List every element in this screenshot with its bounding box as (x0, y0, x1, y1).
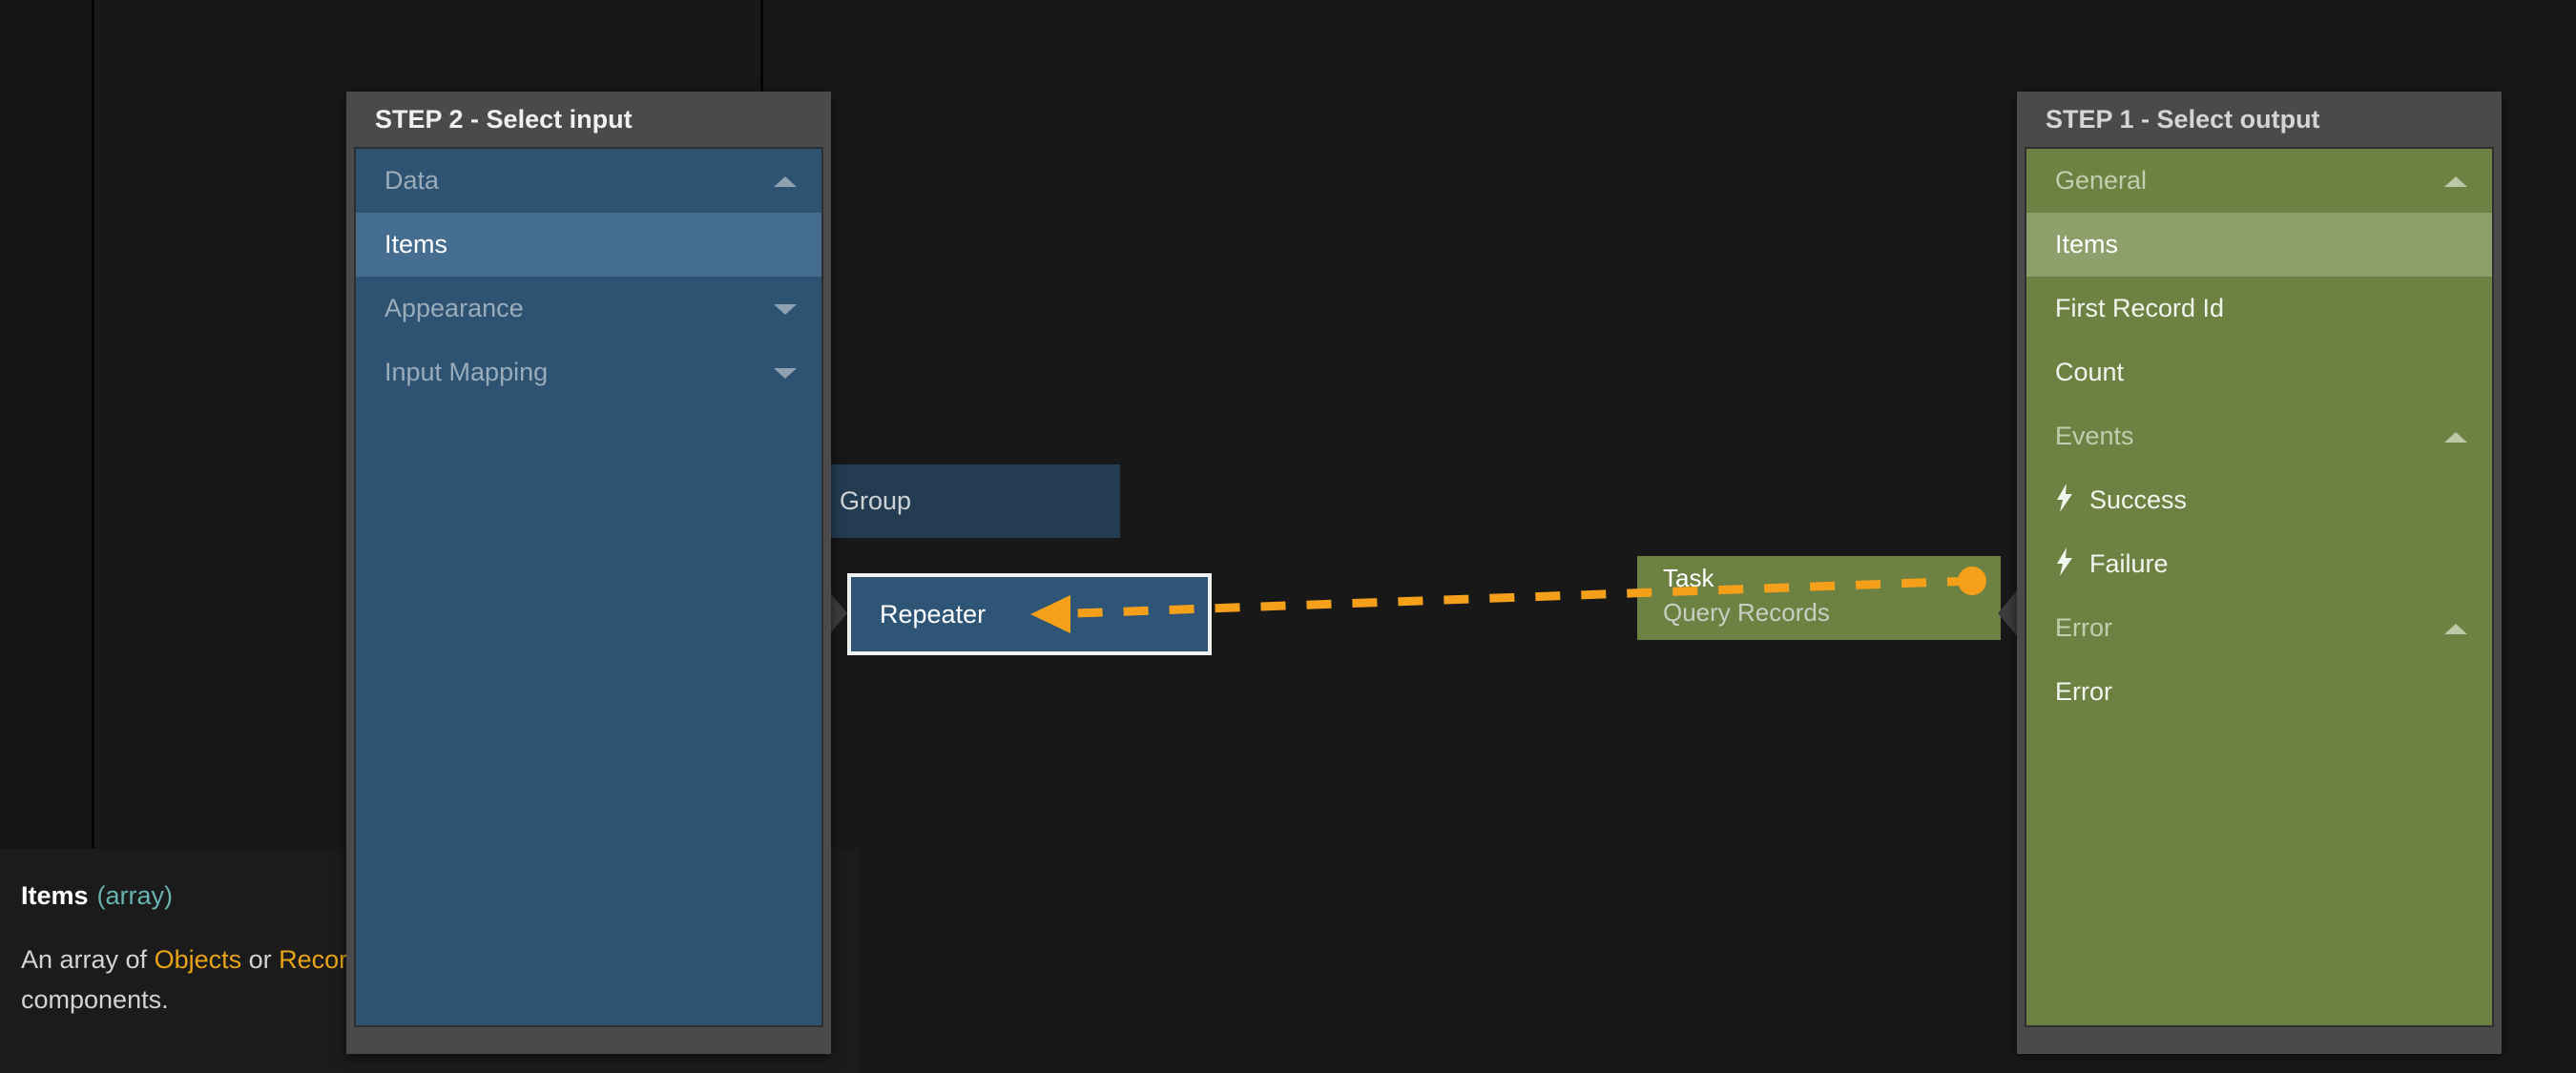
node-task[interactable]: Task Query Records (1637, 556, 2001, 640)
group-header-general[interactable]: General (2026, 149, 2492, 213)
list-item-success[interactable]: Success (2026, 468, 2492, 532)
canvas-left-gutter (0, 0, 92, 849)
row-label: Failure (2089, 549, 2169, 578)
row-label: Items (384, 230, 448, 258)
list-item-count[interactable]: Count (2026, 340, 2492, 404)
group-header-input-mapping[interactable]: Input Mapping (356, 340, 821, 404)
row-label: Error (2055, 613, 2112, 642)
node-repeater[interactable]: Repeater (847, 573, 1212, 655)
chevron-up-icon[interactable] (2444, 623, 2467, 634)
row-label: Appearance (384, 294, 524, 322)
node-task-subtitle: Query Records (1663, 598, 1830, 627)
canvas-divider-left (92, 0, 94, 849)
node-task-title: Task (1663, 564, 1714, 592)
row-label: Input Mapping (384, 358, 549, 386)
row-label: Data (384, 166, 440, 195)
row-label: Success (2089, 485, 2188, 514)
panel-output-edge-handle[interactable] (1998, 588, 2019, 638)
row-label: Items (2055, 230, 2119, 258)
group-header-error[interactable]: Error (2026, 596, 2492, 660)
row-label: Error (2055, 677, 2112, 706)
chevron-up-icon[interactable] (774, 175, 797, 187)
chevron-up-icon[interactable] (2444, 431, 2467, 443)
chevron-up-icon[interactable] (2444, 175, 2467, 187)
tooltip-title: Items (21, 881, 89, 910)
bolt-icon (2057, 484, 2072, 512)
list-item-error[interactable]: Error (2026, 660, 2492, 724)
row-label: Count (2055, 358, 2125, 386)
chevron-down-icon[interactable] (774, 303, 797, 315)
bolt-icon (2057, 547, 2072, 576)
tooltip-body-prefix: An array of (21, 945, 155, 974)
row-label: General (2055, 166, 2148, 195)
node-group[interactable]: Group (778, 464, 1120, 538)
chevron-down-icon[interactable] (774, 367, 797, 379)
list-item-failure[interactable]: Failure (2026, 532, 2492, 596)
list-item-items[interactable]: Items (2026, 213, 2492, 277)
list-item-first-record-id[interactable]: First Record Id (2026, 277, 2492, 340)
tooltip-heading: Items(array) (21, 881, 838, 911)
node-repeater-title: Repeater (880, 600, 987, 629)
tooltip-body-mid: or (241, 945, 280, 974)
panel-select-output-header: STEP 1 - Select output (2046, 105, 2320, 134)
group-header-events[interactable]: Events (2026, 404, 2492, 468)
row-label: First Record Id (2055, 294, 2225, 322)
list-item-items[interactable]: Items (356, 213, 821, 277)
panel-input-edge-handle[interactable] (826, 588, 847, 638)
tooltip-keyword-objects: Objects (154, 945, 242, 974)
group-header-appearance[interactable]: Appearance (356, 277, 821, 340)
tooltip-type: (array) (96, 881, 174, 910)
panel-select-input-header: STEP 2 - Select input (375, 105, 633, 134)
node-group-title: Group (840, 486, 912, 515)
group-header-data[interactable]: Data (356, 149, 821, 213)
row-label: Events (2055, 422, 2134, 450)
